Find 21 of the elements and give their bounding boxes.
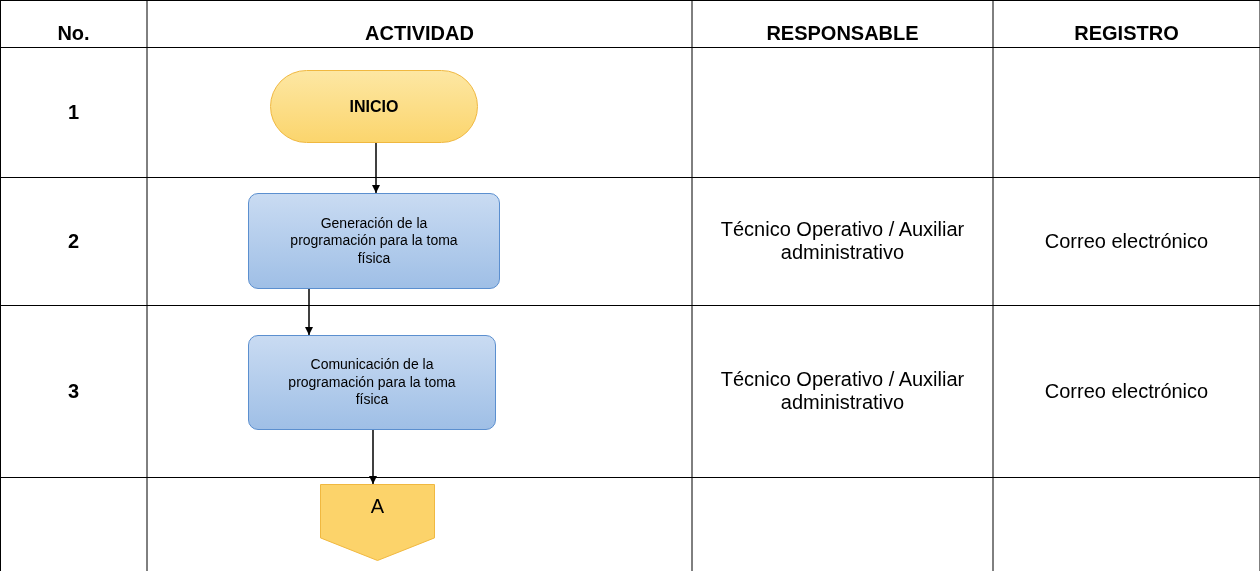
row-number: 1 [67,100,80,124]
record-text: Correo electrónico [1044,229,1209,253]
node-text: Generación de la programación para la toma física [289,214,459,268]
node-text: Comunicación de la programación para la toma física [287,356,457,409]
node-text: INICIO [349,96,399,117]
off-page-connector [320,484,435,561]
arrow [369,429,377,485]
column-header: REGISTRO [1074,22,1179,46]
responsible-text: Técnico Operativo / Auxiliar administrativo [719,218,966,264]
process-box [248,193,500,289]
arrow [372,142,380,194]
column-header: RESPONSABLE [766,22,919,46]
connector-label: A [370,494,385,519]
row-number: 3 [67,379,80,403]
column-header: ACTIVIDAD [365,22,474,46]
responsible-text: Técnico Operativo / Auxiliar administrativo [719,368,966,414]
row-number: 2 [67,229,80,253]
record-text: Correo electrónico [1044,379,1209,403]
process-box [248,335,496,430]
arrow [305,288,313,336]
column-header: No. [57,22,90,46]
